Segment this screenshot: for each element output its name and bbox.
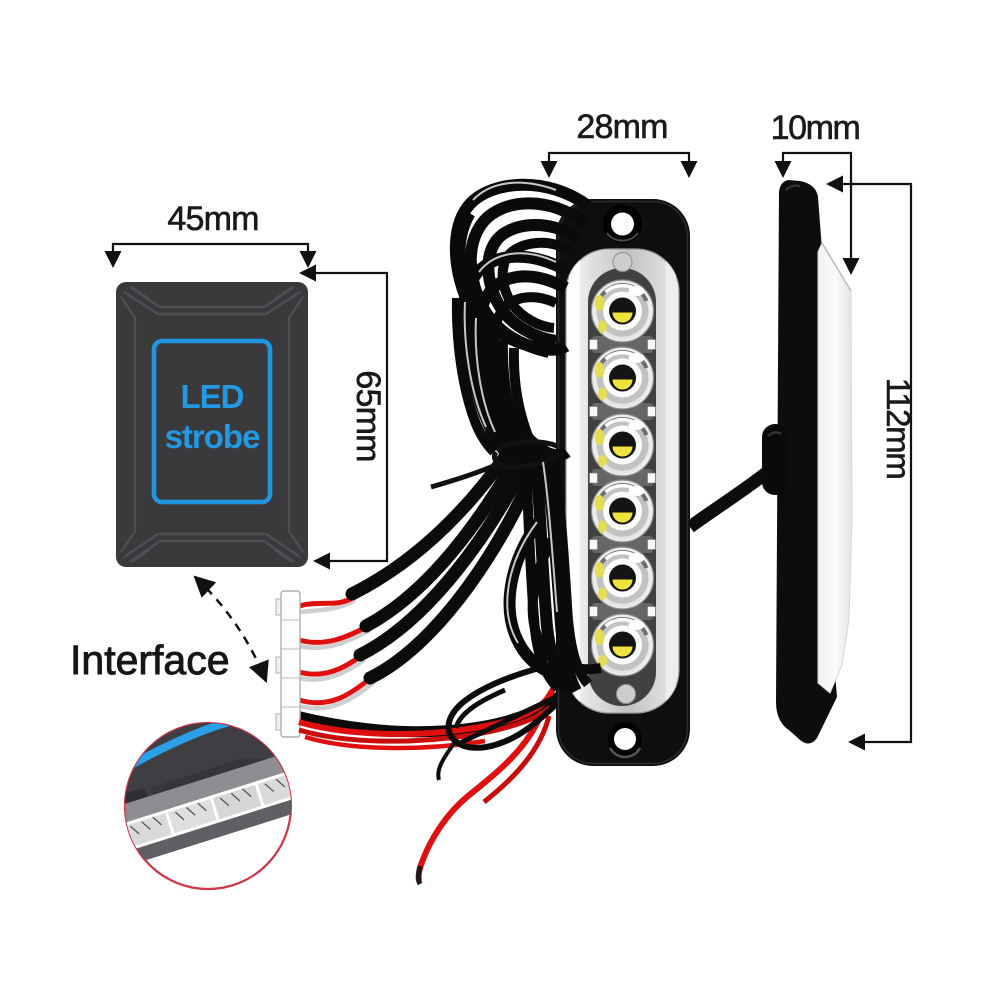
svg-text:45mm: 45mm (167, 200, 258, 238)
svg-text:Interface: Interface (70, 637, 230, 683)
svg-text:10mm: 10mm (771, 109, 860, 147)
svg-text:112mm: 112mm (880, 378, 917, 479)
svg-text:65mm: 65mm (349, 370, 387, 461)
svg-text:LED: LED (181, 378, 244, 415)
svg-text:28mm: 28mm (576, 108, 667, 146)
svg-text:strobe: strobe (165, 418, 261, 455)
